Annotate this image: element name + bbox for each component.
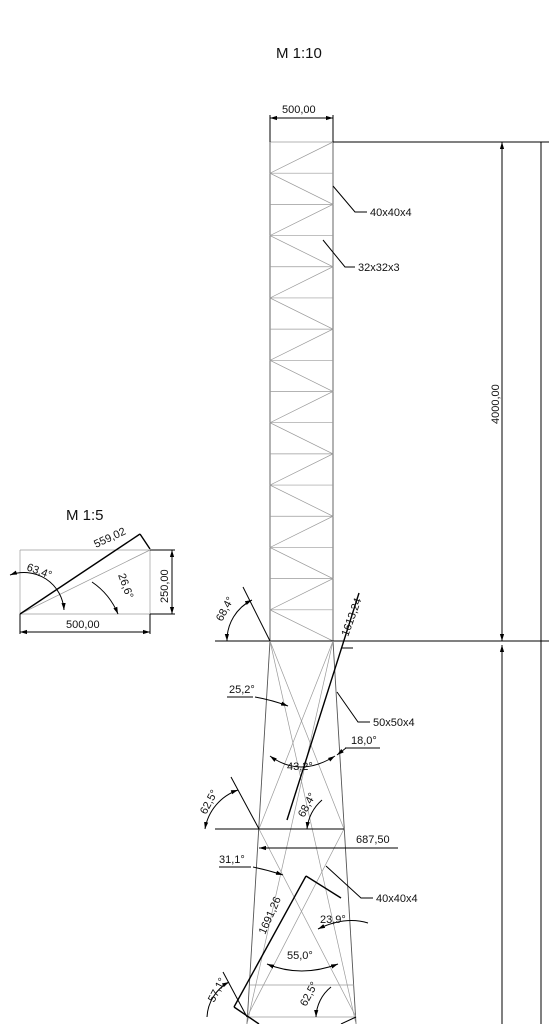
detail-height-label: 250,00 [159, 569, 171, 603]
dimension-top-width: 500,00 [269, 104, 334, 142]
svg-text:32x32x3: 32x32x3 [358, 262, 400, 274]
svg-text:57,1°: 57,1° [206, 976, 229, 1004]
angle-25: 25,2° [227, 684, 289, 707]
angle-43: 43,2° [269, 755, 336, 773]
svg-text:23,9°: 23,9° [320, 914, 346, 926]
detail-angle-63: 63,4° [25, 562, 53, 582]
angle-31: 31,1° [219, 854, 284, 876]
svg-text:687,50: 687,50 [356, 834, 390, 846]
svg-text:62,5°: 62,5° [298, 980, 321, 1008]
svg-text:18,0°: 18,0° [351, 735, 377, 747]
angle-68-mid: 68,4° [296, 791, 323, 830]
svg-text:62,5°: 62,5° [198, 788, 221, 816]
svg-text:55,0°: 55,0° [287, 950, 313, 962]
main-scale-title: M 1:10 [276, 45, 322, 62]
svg-text:40x40x4: 40x40x4 [370, 207, 412, 219]
svg-text:31,1°: 31,1° [219, 854, 245, 866]
svg-text:40x40x4: 40x40x4 [376, 893, 418, 905]
top-width-label: 500,00 [282, 104, 316, 116]
svg-text:1691,26: 1691,26 [257, 895, 284, 936]
svg-text:50x50x4: 50x50x4 [373, 717, 415, 729]
svg-text:68,4°: 68,4° [214, 595, 237, 623]
angle-62-left: 62,5° [198, 776, 260, 830]
profile-leader-32x32x3: 32x32x3 [322, 239, 400, 274]
lower-lattice [246, 640, 357, 1024]
detail-width-label: 500,00 [66, 619, 100, 631]
profile-leader-40x40x4-top: 40x40x4 [332, 185, 412, 219]
detail-diagonal-label: 559,02 [92, 526, 128, 551]
svg-text:43,2°: 43,2° [287, 761, 313, 773]
svg-text:1613,24: 1613,24 [340, 597, 365, 638]
dimension-total-height: 4000,00 [333, 141, 549, 1024]
angle-68-top-left: 68,4° [214, 586, 271, 642]
upper-lattice [269, 141, 334, 642]
svg-text:25,2°: 25,2° [229, 684, 255, 696]
svg-text:68,4°: 68,4° [296, 791, 319, 819]
detail-angle-26: 26,6° [115, 572, 135, 600]
angle-23: 23,9° [317, 914, 369, 930]
dimension-diag-1613: 1613,24 [286, 592, 365, 821]
angle-55: 55,0° [266, 950, 339, 972]
dimension-mid-width: 687,50 [259, 834, 398, 851]
detail-drawing [9, 533, 175, 635]
detail-scale-title: M 1:5 [66, 507, 104, 524]
total-height-label: 4000,00 [490, 384, 502, 424]
profile-leader-50x50x4: 50x50x4 [336, 691, 415, 729]
angle-18: 18,0° [336, 735, 380, 756]
profile-leader-40x40x4-bottom: 40x40x4 [325, 865, 418, 905]
